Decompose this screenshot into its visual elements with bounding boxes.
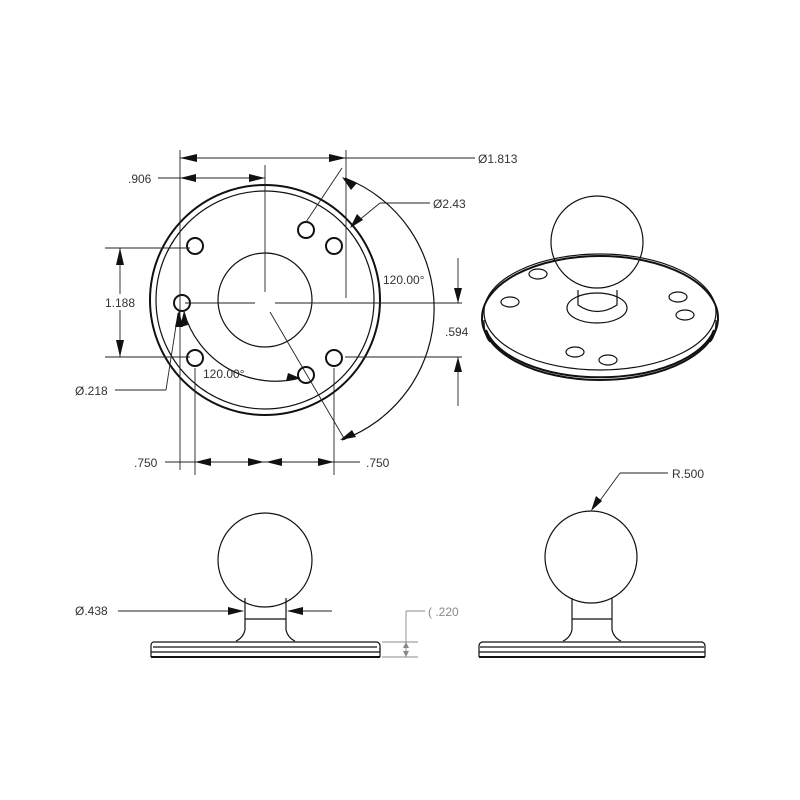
hole xyxy=(186,237,204,255)
hole xyxy=(297,221,315,239)
dim-hole-diameter: Ø.218 xyxy=(75,384,108,398)
dim-angle-b: 120.00° xyxy=(203,367,245,381)
hole xyxy=(325,237,343,255)
mounting-holes xyxy=(173,221,343,384)
dim-base-thickness: ( .220 xyxy=(428,605,459,619)
dim-spacing-left: .750 xyxy=(134,456,158,470)
dim-angle-a: 120.00° xyxy=(383,273,425,287)
dim-offset-x: .906 xyxy=(128,172,152,186)
hole xyxy=(297,366,315,384)
hole xyxy=(325,349,343,367)
dim-neck-diameter: Ø.438 xyxy=(75,604,108,618)
side-view: R.500 xyxy=(478,467,706,658)
dim-ball-radius: R.500 xyxy=(672,467,704,481)
dim-bolt-circle-diameter: Ø1.813 xyxy=(478,152,518,166)
isometric-view xyxy=(481,195,719,381)
dim-hole-spacing-v: 1.188 xyxy=(105,296,135,310)
top-view: Ø1.813 .906 Ø2.43 120.00° 1.188 .594 xyxy=(75,150,518,475)
dim-spacing-right: .750 xyxy=(366,456,390,470)
dim-outer-diameter: Ø2.43 xyxy=(433,197,466,211)
hole xyxy=(186,349,204,367)
dim-hole-spacing-small: .594 xyxy=(445,325,469,339)
front-view: Ø.438 ( .220 xyxy=(75,512,459,658)
